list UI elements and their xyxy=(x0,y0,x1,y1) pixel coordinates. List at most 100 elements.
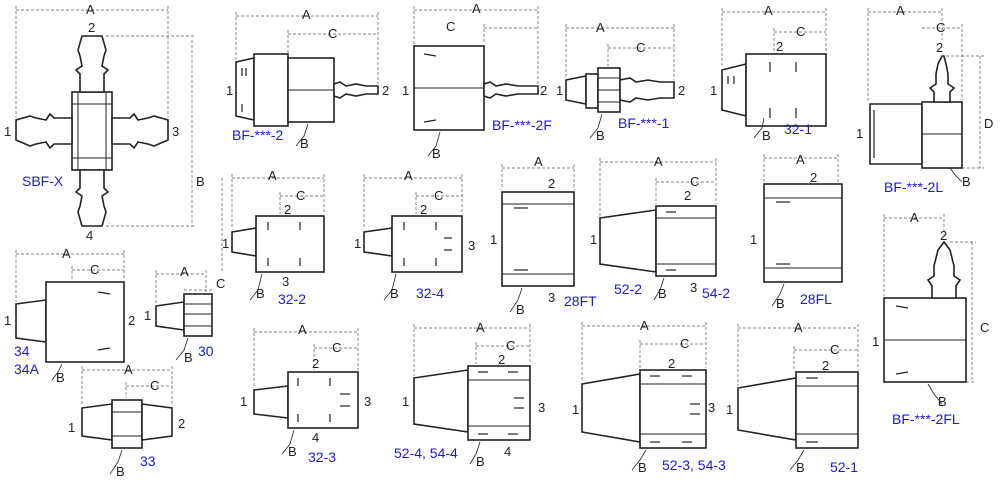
fitting-34: A C 1 2 B 34 34A xyxy=(4,246,135,385)
fitting-28fl: A 2 1 B 28FL xyxy=(750,152,843,311)
port-label-3: 3 xyxy=(282,274,289,289)
dim-label-c: C xyxy=(446,19,455,34)
dim-label-c: C xyxy=(796,24,805,39)
dim-label-c: C xyxy=(980,320,989,335)
port-label-3: 3 xyxy=(548,290,555,305)
dim-label-a: A xyxy=(534,154,543,169)
part-name-52-4: 52-4, 54-4 xyxy=(394,445,458,461)
part-name-32-2: 32-2 xyxy=(278,291,306,307)
dim-label-a: A xyxy=(794,320,803,335)
dim-label-c: C xyxy=(434,188,443,203)
port-label-1: 1 xyxy=(226,83,233,98)
dim-label-b: B xyxy=(516,302,525,317)
dim-label-c: C xyxy=(680,336,689,351)
port-label-1: 1 xyxy=(750,232,757,247)
dim-label-a: A xyxy=(896,3,905,18)
port-label-2: 2 xyxy=(822,358,829,373)
dim-label-c: C xyxy=(690,174,699,189)
part-name-bf-2f: BF-***-2F xyxy=(492,117,552,133)
port-label-1: 1 xyxy=(4,124,11,139)
fitting-32-4: A C 2 1 3 B 32-4 xyxy=(354,168,475,301)
port-label-1: 1 xyxy=(590,232,597,247)
dim-label-b: B xyxy=(196,174,205,189)
part-name-52-3: 52-3, 54-3 xyxy=(662,457,726,473)
dim-label-a: A xyxy=(910,210,919,225)
dim-label-c: C xyxy=(636,40,645,55)
part-name-54-2: 54-2 xyxy=(702,285,730,301)
port-label-2: 2 xyxy=(776,39,783,54)
fitting-bf-2f: A C 1 2 B BF-***-2F xyxy=(402,1,552,161)
dim-label-a: A xyxy=(86,2,95,17)
dim-label-b: B xyxy=(184,350,193,365)
fitting-bf-2: A C 1 2 B BF-***-2 xyxy=(226,7,389,151)
dim-label-b: B xyxy=(596,128,605,143)
port-label-3: 3 xyxy=(468,238,475,253)
port-label-2: 2 xyxy=(540,83,547,98)
port-label-2: 2 xyxy=(810,170,817,185)
fitting-bf-2l: A C 2 D 1 B BF-***-2L xyxy=(856,3,993,195)
dim-label-a: A xyxy=(62,246,71,261)
dim-label-b: B xyxy=(938,394,947,409)
port-label-2: 2 xyxy=(940,228,947,243)
dim-label-b: B xyxy=(288,444,297,459)
port-label-1: 1 xyxy=(490,232,497,247)
port-label-2: 2 xyxy=(178,416,185,431)
port-label-2: 2 xyxy=(498,352,505,367)
part-name-32-3: 32-3 xyxy=(308,449,336,465)
fitting-bf-1: A C 1 2 B BF-***-1 xyxy=(556,20,685,143)
fitting-sbf-x: A B 2 1 3 4 SBF-X xyxy=(4,2,205,243)
dim-label-a: A xyxy=(124,362,133,377)
fitting-52-1: A C 2 1 B 52-1 xyxy=(726,320,859,475)
part-name-52-2: 52-2 xyxy=(614,281,642,297)
port-label-1: 1 xyxy=(710,83,717,98)
dim-label-b: B xyxy=(962,174,971,189)
port-label-2: 2 xyxy=(548,176,555,191)
port-label-1: 1 xyxy=(240,394,247,409)
dim-label-c: C xyxy=(216,276,225,291)
part-name-30: 30 xyxy=(198,343,214,359)
dim-label-a: A xyxy=(640,318,649,333)
fitting-30: A C 1 B 30 xyxy=(144,264,225,365)
dim-label-b: B xyxy=(476,454,485,469)
dim-label-a: A xyxy=(180,264,189,279)
dim-label-b: B xyxy=(776,296,785,311)
port-label-1: 1 xyxy=(402,83,409,98)
port-label-2: 2 xyxy=(668,356,675,371)
fitting-28ft: A 2 1 3 B 28FT xyxy=(490,154,597,317)
part-name-52-1: 52-1 xyxy=(830,459,858,475)
dim-label-b: B xyxy=(116,464,125,479)
dim-label-b: B xyxy=(56,370,65,385)
port-label-2: 2 xyxy=(936,40,943,55)
port-label-1: 1 xyxy=(354,236,361,251)
port-label-2: 2 xyxy=(128,313,135,328)
port-label-2: 2 xyxy=(88,20,95,35)
dim-label-c: C xyxy=(296,188,305,203)
part-name-33: 33 xyxy=(140,453,156,469)
fitting-32-2: A C 2 1 3 B 32-2 xyxy=(221,168,325,307)
port-label-2: 2 xyxy=(382,83,389,98)
port-label-1: 1 xyxy=(726,402,733,417)
dim-label-a: A xyxy=(302,7,311,22)
fitting-52-4: A C 2 1 3 4 B 52-4, 54-4 xyxy=(394,320,545,469)
dim-label-b: B xyxy=(638,460,647,475)
port-label-1: 1 xyxy=(4,313,11,328)
part-name-bf-2: BF-***-2 xyxy=(232,127,284,143)
part-name-28fl: 28FL xyxy=(800,291,832,307)
part-name-32-4: 32-4 xyxy=(416,285,444,301)
dim-label-b: B xyxy=(256,286,265,301)
part-name-34: 34 xyxy=(14,343,30,359)
dim-label-b: B xyxy=(390,286,399,301)
fitting-32-3: A C 2 1 3 4 B 32-3 xyxy=(240,322,371,465)
part-name-bf-2fl: BF-***-2FL xyxy=(892,411,960,427)
port-label-4: 4 xyxy=(86,228,93,243)
port-label-2: 2 xyxy=(312,356,319,371)
dim-label-a: A xyxy=(298,322,307,337)
dim-label-c: C xyxy=(830,342,839,357)
dim-label-b: B xyxy=(658,286,667,301)
port-label-1: 1 xyxy=(402,394,409,409)
port-label-2: 2 xyxy=(684,188,691,203)
dim-label-a: A xyxy=(476,320,485,335)
part-name-sbf-x: SBF-X xyxy=(22,173,64,189)
fitting-52-2: A C 2 1 3 B 52-2 54-2 xyxy=(590,154,730,301)
